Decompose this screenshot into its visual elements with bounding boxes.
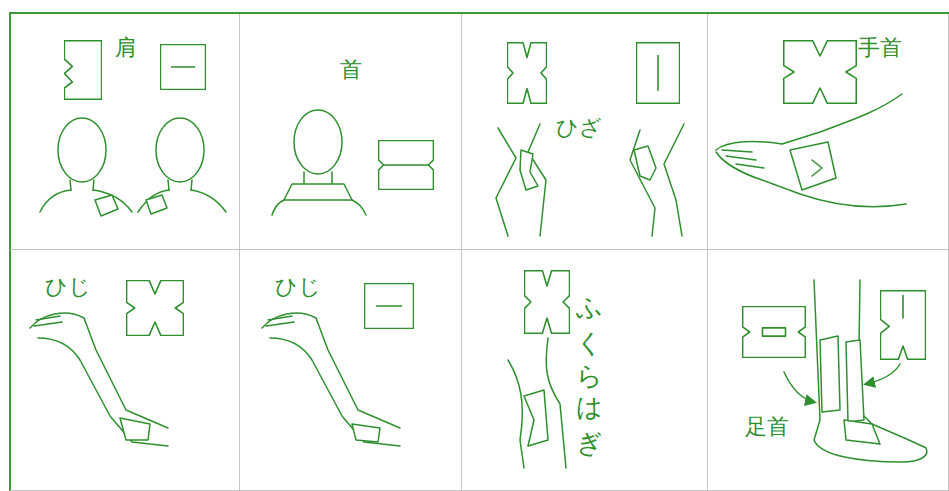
body-part-panel: 足首: [708, 250, 949, 491]
body-part-label: 手首: [858, 36, 902, 60]
body-part-label: ふくらはぎ: [576, 280, 602, 445]
outer-frame: [9, 12, 949, 491]
body-part-label: 肩: [115, 36, 137, 60]
body-part-panel: 肩: [10, 14, 240, 250]
body-part-label: ひざ: [556, 116, 602, 140]
body-part-label: ひじ: [275, 275, 321, 299]
body-part-panel: ふくらはぎ: [462, 250, 708, 491]
body-part-label: 足首: [745, 415, 789, 439]
body-part-panel: 手首: [708, 14, 949, 250]
body-part-panel: 首: [240, 14, 462, 250]
body-part-panel: ひじ: [240, 250, 462, 491]
body-part-panel: ひじ: [10, 250, 240, 491]
body-part-label: 首: [340, 58, 362, 82]
body-part-label: ひじ: [45, 275, 91, 299]
body-part-panel: ひざ: [462, 14, 708, 250]
